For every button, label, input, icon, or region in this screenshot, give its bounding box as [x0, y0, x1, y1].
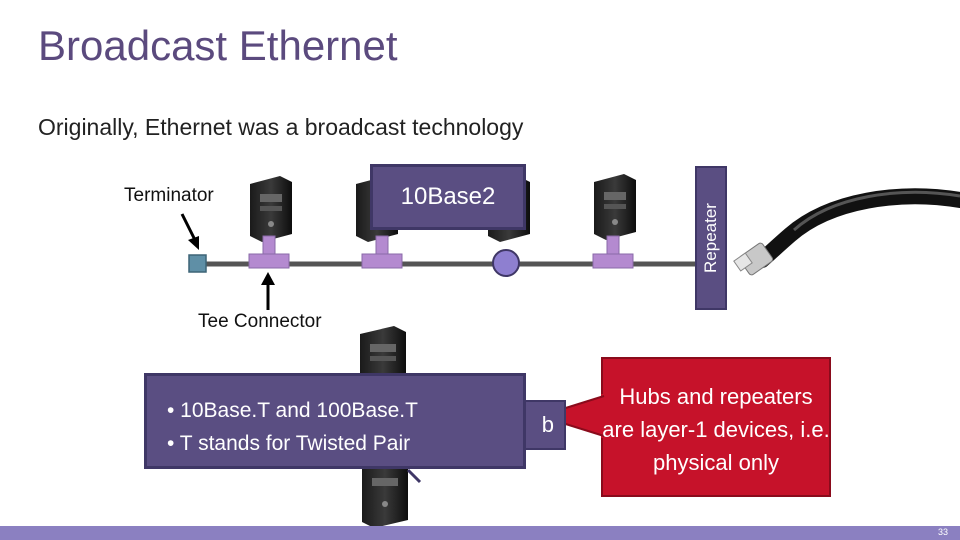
- twisted-pair-cable: [406, 468, 422, 484]
- tee-connector: [592, 235, 634, 269]
- footer-bar: [0, 526, 960, 540]
- callout-10base2: 10Base2: [370, 164, 526, 230]
- callout-twisted-pair: • 10Base.T and 100Base.T • T stands for …: [144, 373, 526, 469]
- tee-connector: [361, 235, 403, 269]
- coax-cable-image: [733, 188, 960, 276]
- terminator-arrow: [180, 213, 199, 250]
- repeater: Repeater: [695, 166, 727, 310]
- list-item: • T stands for Twisted Pair: [167, 432, 411, 455]
- tee-connector-label: Tee Connector: [198, 311, 322, 332]
- hub-label: b: [541, 412, 554, 437]
- repeater-label: Repeater: [701, 203, 720, 273]
- hubs-note-callout: [539, 357, 831, 497]
- slide-title: Broadcast Ethernet: [38, 22, 398, 69]
- page-number: 33: [937, 527, 948, 537]
- list-item: • 10Base.T and 100Base.T: [167, 399, 418, 422]
- bnc-connector: [492, 249, 520, 277]
- computer-icon: [362, 460, 408, 528]
- tee-arrow: [261, 272, 275, 310]
- tee-connector: [248, 235, 290, 269]
- computer-icon: [250, 176, 292, 242]
- hubs-note-text: Hubs and repeaters are layer-1 devices, …: [602, 383, 830, 475]
- terminator: [188, 254, 207, 273]
- terminator-label: Terminator: [124, 185, 214, 206]
- computer-icon: [594, 174, 636, 240]
- slide-subtitle: Originally, Ethernet was a broadcast tec…: [38, 114, 524, 140]
